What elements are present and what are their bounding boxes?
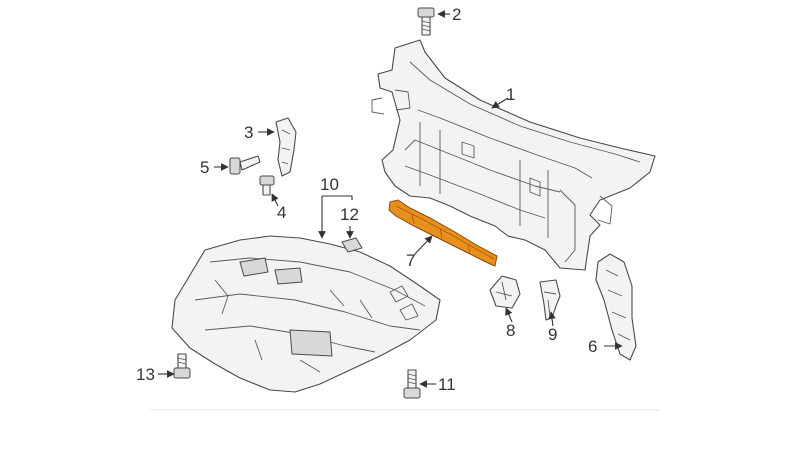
callout-8: 8	[506, 321, 515, 340]
side-bolt-part[interactable]	[229, 155, 261, 175]
upper-bolt-part[interactable]	[417, 7, 435, 36]
callout-3: 3	[244, 123, 253, 142]
callout-9: 9	[548, 325, 557, 344]
lower-air-deflector-part[interactable]	[388, 199, 498, 267]
lower-bracket-part[interactable]	[489, 275, 521, 309]
shield-clip-part[interactable]	[341, 237, 363, 253]
side-bracket-part[interactable]	[275, 117, 297, 177]
callout-11: 11	[438, 375, 456, 394]
lower-right-bolt-part[interactable]	[403, 369, 421, 399]
callout-4: 4	[277, 203, 286, 222]
small-bracket-part[interactable]	[539, 279, 561, 321]
callout-labels: 1 2 3 4 5 6 7 8 9 10 11 12 13	[136, 5, 597, 394]
lower-left-bolt-part[interactable]	[173, 353, 191, 379]
engine-splash-shield-part[interactable]	[171, 235, 441, 393]
radiator-support-part[interactable]	[371, 39, 656, 271]
callout-12: 12	[340, 205, 359, 224]
callout-5: 5	[200, 158, 209, 177]
small-fastener-part[interactable]	[259, 175, 275, 196]
callout-10: 10	[320, 175, 339, 194]
callout-6: 6	[588, 337, 597, 356]
callout-1: 1	[506, 85, 515, 104]
side-air-guide-part[interactable]	[595, 253, 637, 361]
callout-13: 13	[136, 365, 155, 384]
leader-lines	[158, 10, 623, 388]
callout-7: 7	[406, 251, 415, 270]
callout-2: 2	[452, 5, 461, 24]
